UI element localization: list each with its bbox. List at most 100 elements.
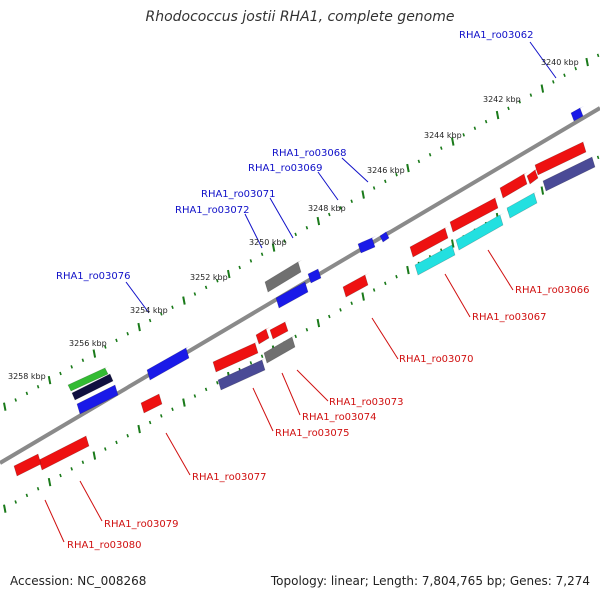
gene-feature[interactable] xyxy=(255,328,270,345)
scale-tick xyxy=(540,186,545,195)
scale-tick xyxy=(596,53,600,58)
gene-feature-top xyxy=(68,366,109,385)
gene-label-upper[interactable]: RHA1_ro03072 xyxy=(175,205,250,216)
scale-tick xyxy=(372,186,376,190)
gene-label-lower[interactable]: RHA1_ro03066 xyxy=(515,285,590,296)
accession-text: Accession: NC_008268 xyxy=(10,574,147,588)
scale-label: 3248 kbp xyxy=(308,204,346,213)
gene-feature-top xyxy=(264,335,296,353)
gene-feature[interactable] xyxy=(76,384,119,415)
scale-tick xyxy=(283,239,286,243)
scale-tick xyxy=(137,424,141,434)
genome-summary-text: Topology: linear; Length: 7,804,765 bp; … xyxy=(270,574,590,588)
scale-tick xyxy=(182,296,186,305)
scale-tick xyxy=(406,265,410,275)
scale-tick xyxy=(14,500,17,504)
scale-label: 3240 kbp xyxy=(541,58,579,67)
gene-feature[interactable] xyxy=(269,321,289,340)
scale-tick xyxy=(339,308,342,312)
scale-tick xyxy=(47,375,52,385)
leader-line xyxy=(44,499,65,543)
scale-tick xyxy=(126,331,129,336)
scale-tick xyxy=(249,361,253,365)
scale-label: 3246 kbp xyxy=(367,166,405,175)
scale-tick xyxy=(204,285,208,290)
scale-tick xyxy=(59,473,62,478)
gene-feature[interactable] xyxy=(212,342,259,373)
scale-tick xyxy=(104,447,107,451)
scale-tick xyxy=(193,394,197,398)
scale-tick xyxy=(160,414,163,418)
gene-feature-top xyxy=(571,106,584,113)
gene-feature-top xyxy=(415,243,456,265)
gene-feature[interactable] xyxy=(342,274,369,298)
scale-tick xyxy=(104,345,107,349)
leader-line xyxy=(125,281,150,314)
scale-tick xyxy=(115,338,118,343)
gene-feature[interactable] xyxy=(38,435,90,471)
scale-tick xyxy=(451,137,455,146)
gene-feature-top xyxy=(265,260,302,282)
gene-feature[interactable] xyxy=(71,373,114,401)
gene-feature[interactable] xyxy=(526,169,539,185)
gene-feature[interactable] xyxy=(263,336,296,364)
gene-feature[interactable] xyxy=(13,453,42,477)
scale-label: 3250 kbp xyxy=(249,238,287,247)
scale-tick xyxy=(70,467,73,471)
scale-tick xyxy=(216,278,219,283)
gene-feature[interactable] xyxy=(534,141,587,176)
gene-label-upper[interactable]: RHA1_ro03062 xyxy=(459,30,534,41)
gene-feature[interactable] xyxy=(140,393,163,414)
gene-label-lower[interactable]: RHA1_ro03070 xyxy=(399,354,474,365)
scale-tick xyxy=(216,380,219,385)
scale-tick xyxy=(462,133,465,137)
scale-tick xyxy=(574,66,577,71)
scale-tick xyxy=(137,322,141,332)
gene-feature-top xyxy=(507,191,538,208)
leader-line xyxy=(444,273,471,318)
gene-label-lower[interactable]: RHA1_ro03077 xyxy=(192,472,267,483)
leader-line xyxy=(252,387,274,432)
scale-tick xyxy=(384,281,387,286)
gene-feature-top xyxy=(276,280,309,298)
gene-feature-top xyxy=(535,140,587,165)
scale-tick xyxy=(47,477,52,487)
scale-tick xyxy=(3,504,7,513)
gene-feature[interactable] xyxy=(570,107,584,122)
gene-feature[interactable] xyxy=(357,237,376,254)
scale-tick xyxy=(249,259,253,263)
scale-tick xyxy=(81,460,85,464)
gene-feature[interactable] xyxy=(264,261,302,293)
leader-line xyxy=(341,157,369,183)
map-title: Rhodococcus jostii RHA1, complete genome xyxy=(145,9,455,25)
scale-tick xyxy=(395,172,398,177)
gene-feature-top xyxy=(380,230,390,236)
scale-tick xyxy=(350,301,353,305)
gene-label-lower[interactable]: RHA1_ro03079 xyxy=(104,519,179,530)
scale-label: 3244 kbp xyxy=(424,131,462,140)
gene-label-upper[interactable]: RHA1_ro03076 xyxy=(56,271,131,282)
scale-tick xyxy=(25,391,29,396)
gene-feature[interactable] xyxy=(499,173,528,199)
gene-label-upper[interactable]: RHA1_ro03071 xyxy=(201,189,276,200)
scale-tick xyxy=(193,292,197,296)
gene-feature[interactable] xyxy=(146,347,190,381)
leader-line xyxy=(487,249,514,291)
scale-tick xyxy=(160,312,163,316)
gene-feature-top xyxy=(218,358,266,380)
scale-tick xyxy=(473,126,477,131)
gene-label-upper[interactable]: RHA1_ro03068 xyxy=(272,148,347,159)
scale-tick xyxy=(495,110,500,120)
gene-feature[interactable] xyxy=(307,268,322,284)
gene-feature[interactable] xyxy=(542,156,596,192)
scale-tick xyxy=(92,349,97,358)
gene-label-lower[interactable]: RHA1_ro03073 xyxy=(329,397,404,408)
gene-label-lower[interactable]: RHA1_ro03075 xyxy=(275,428,350,439)
gene-label-upper[interactable]: RHA1_ro03069 xyxy=(248,163,323,174)
gene-label-lower[interactable]: RHA1_ro03080 xyxy=(67,540,142,551)
gene-label-lower[interactable]: RHA1_ro03067 xyxy=(472,312,547,323)
gene-label-lower[interactable]: RHA1_ro03074 xyxy=(302,412,377,423)
scale-tick xyxy=(92,451,97,460)
